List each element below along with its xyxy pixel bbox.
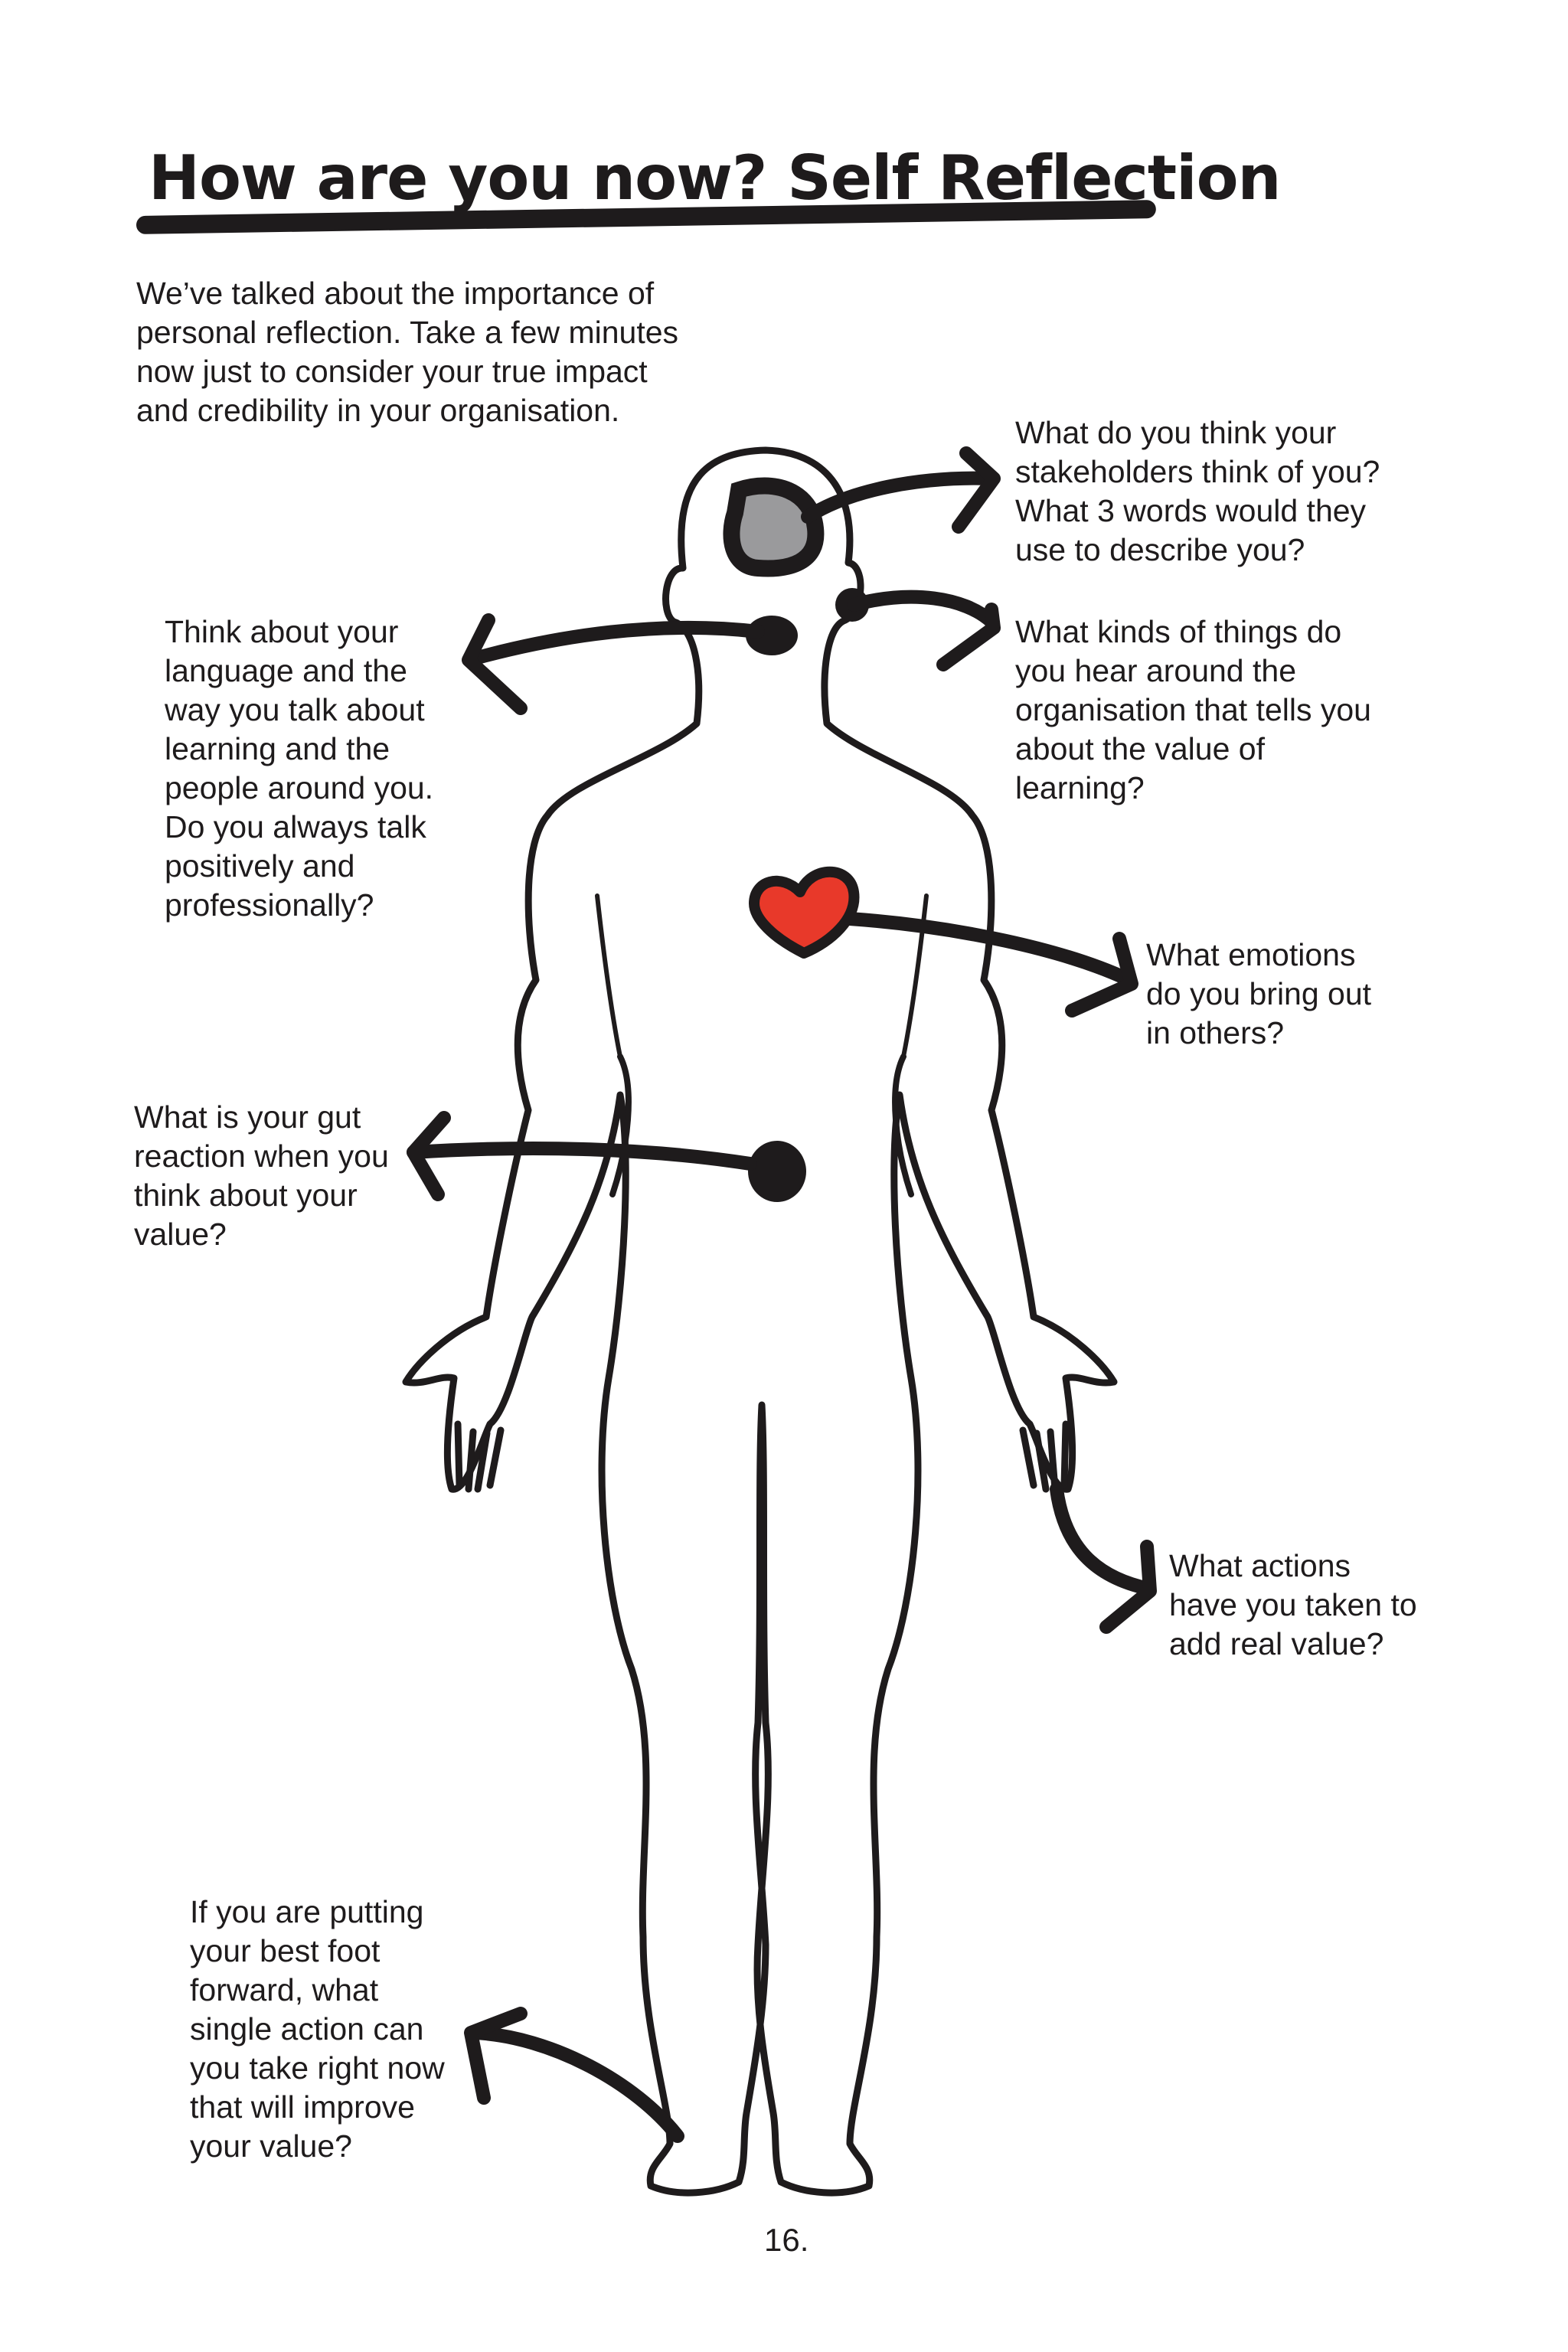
arrow-hear: [847, 590, 998, 629]
heart-icon: [749, 866, 860, 959]
page-number: 16.: [764, 2222, 809, 2258]
question-language: Think about your language and the way yo…: [165, 614, 434, 923]
arrow-language: [468, 620, 765, 665]
brain-icon: [723, 477, 825, 577]
question-gut: What is your gut reaction when you think…: [134, 1099, 389, 1252]
left-fingers: [454, 1420, 505, 1493]
left-hip-line: [609, 1054, 632, 1197]
arrow-language-head: [462, 613, 528, 715]
arrow-stakeholders-head: [952, 446, 1001, 534]
question-emotions: What emotions do you bring out in others…: [1146, 937, 1372, 1050]
arrow-hear-head: [936, 603, 1001, 671]
question-hear: What kinds of things do you hear around …: [1015, 614, 1371, 805]
arrow-emotions: [843, 912, 1136, 987]
right-fingers: [1019, 1420, 1070, 1493]
question-actions: What actions have you taken to add real …: [1169, 1548, 1417, 1661]
left-arm-inner-line: [595, 893, 622, 1059]
arrow-actions: [1050, 1482, 1155, 1596]
arrow-gut-head: [407, 1111, 451, 1201]
question-stakeholders: What do you think your stakeholders thin…: [1015, 415, 1380, 567]
intro-paragraph: We’ve talked about the importance of per…: [136, 276, 679, 428]
arrow-foot-head: [464, 2007, 528, 2105]
arrow-foot: [468, 2026, 684, 2143]
gut-dot: [748, 1141, 806, 1202]
arrow-emotions-head: [1065, 932, 1138, 1018]
arrow-gut: [407, 1142, 757, 1171]
body-outline: [402, 446, 1118, 2197]
arrow-actions-head: [1099, 1540, 1157, 1634]
arrow-stakeholders: [801, 471, 998, 524]
question-foot: If you are putting your best foot forwar…: [190, 1894, 445, 2164]
right-hip-line: [892, 1054, 914, 1197]
